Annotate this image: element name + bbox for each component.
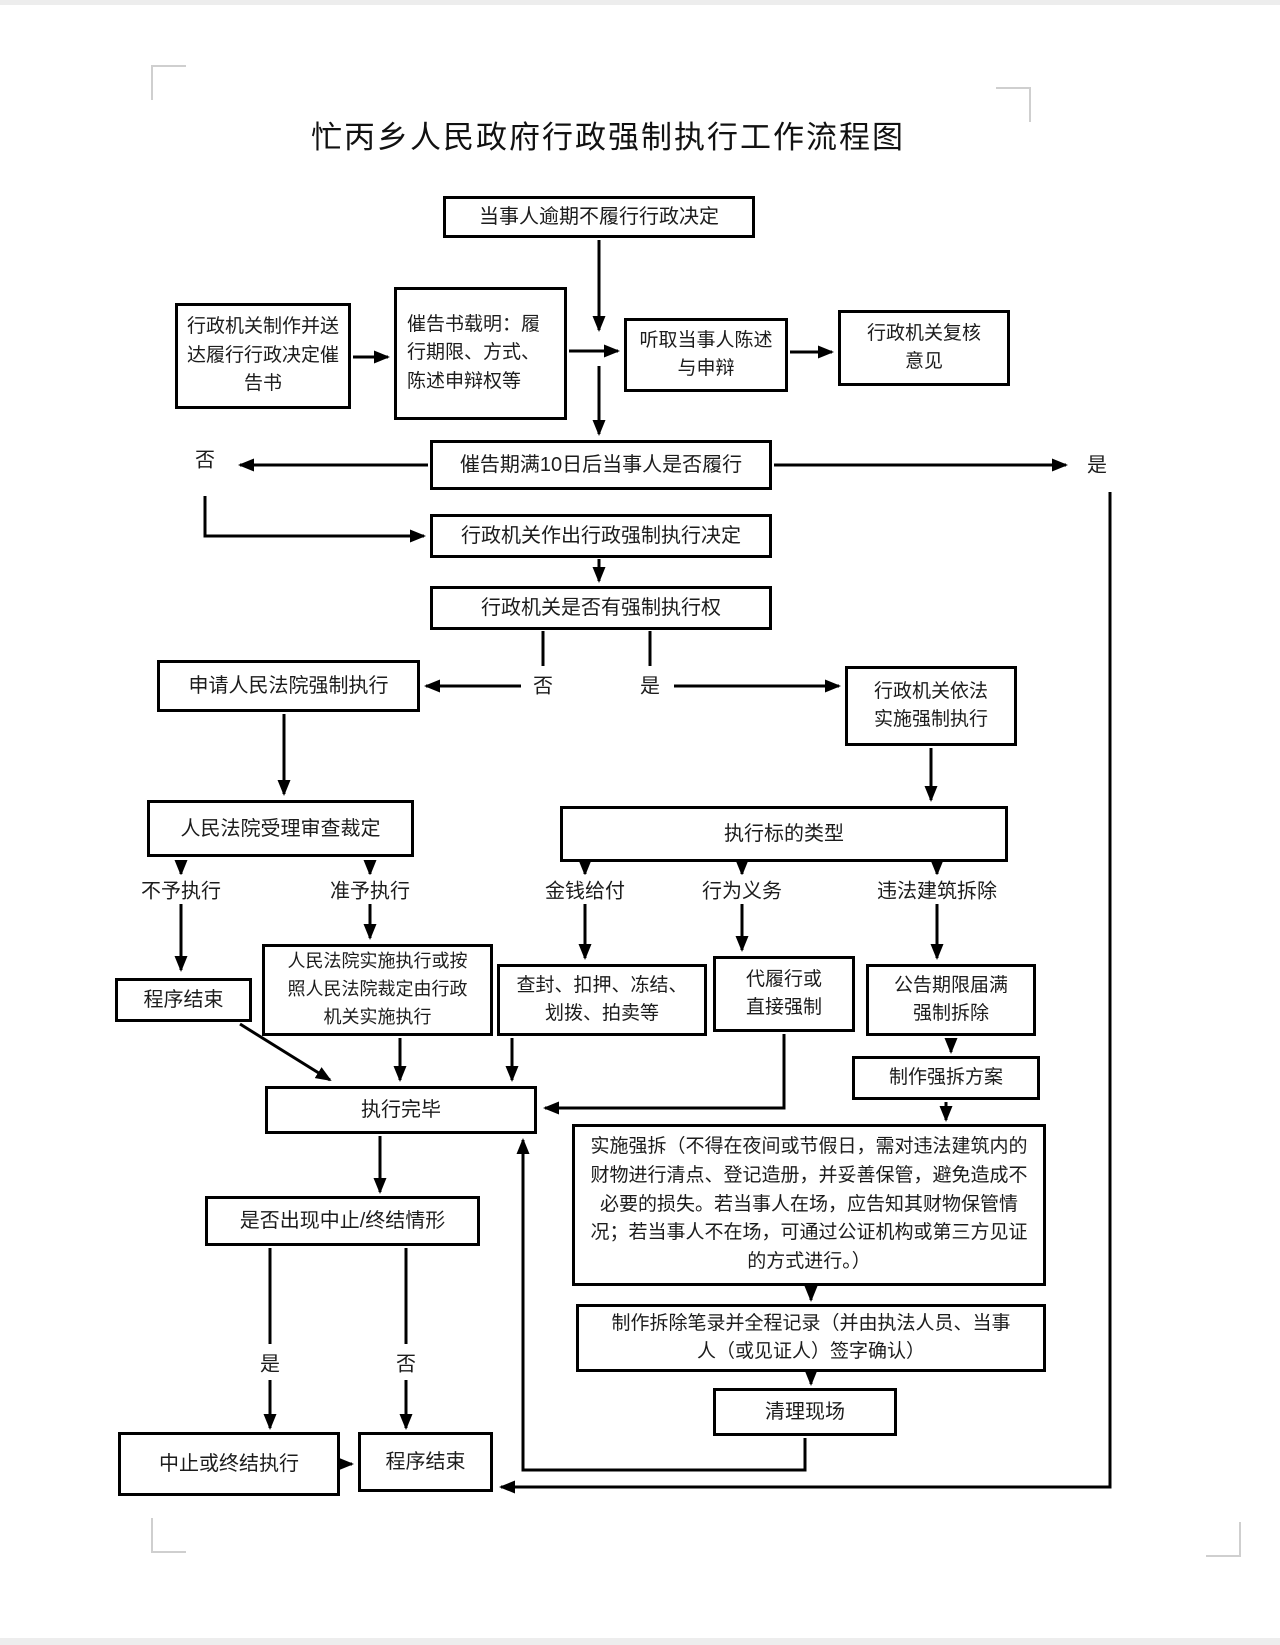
label-suspend-no: 否 xyxy=(394,1347,418,1377)
node-notice-content: 催告书载明：履行期限、方式、陈述申辩权等 xyxy=(394,287,567,420)
label-approve: 准予执行 xyxy=(328,874,412,904)
node-cleanup: 清理现场 xyxy=(713,1388,897,1436)
node-surrogate: 代履行或直接强制 xyxy=(713,956,855,1032)
node-end-upper: 程序结束 xyxy=(115,978,252,1022)
label-suspend-yes: 是 xyxy=(258,1347,282,1377)
scan-edge-top xyxy=(0,0,1280,5)
node-agency-enforce: 行政机关依法实施强制执行 xyxy=(845,666,1017,746)
node-end-bottom: 程序结束 xyxy=(358,1432,493,1492)
page-corner-marks xyxy=(151,65,1241,1557)
node-suspend-end: 中止或终结执行 xyxy=(118,1432,340,1496)
arrow-cleanup-loop-to-done xyxy=(516,1138,807,1472)
label-deadline-no: 否 xyxy=(193,443,217,473)
node-announce: 公告期限届满强制拆除 xyxy=(866,964,1036,1036)
label-illegal: 违法建筑拆除 xyxy=(875,874,999,904)
scan-edge-bottom xyxy=(0,1638,1280,1645)
page-title: 忙丙乡人民政府行政强制执行工作流程图 xyxy=(311,120,905,155)
node-power-check: 行政机关是否有强制执行权 xyxy=(430,586,772,630)
node-plan: 制作强拆方案 xyxy=(852,1056,1040,1100)
arrow-end-upper-to-done xyxy=(239,1022,332,1082)
label-deny: 不予执行 xyxy=(139,874,223,904)
node-apply-court: 申请人民法院强制执行 xyxy=(157,660,420,712)
node-target-type: 执行标的类型 xyxy=(560,806,1008,862)
node-recheck: 行政机关复核意见 xyxy=(838,310,1010,386)
label-deadline-yes: 是 xyxy=(1085,448,1109,478)
arrow-yes-long-to-end xyxy=(499,492,1112,1494)
label-power-no: 否 xyxy=(531,669,555,699)
node-seizure: 查封、扣押、冻结、划拨、拍卖等 xyxy=(497,964,707,1036)
node-record: 制作拆除笔录并全程记录（并由执法人员、当事人（或见证人）签字确认） xyxy=(576,1304,1046,1372)
node-suspend-check: 是否出现中止/终结情形 xyxy=(205,1196,480,1246)
node-demolish-note: 实施强拆（不得在夜间或节假日，需对违法建筑内的财物进行清点、登记造册，并妥善保管… xyxy=(572,1124,1046,1286)
node-make-notice: 行政机关制作并送达履行行政决定催告书 xyxy=(175,303,351,409)
node-make-decision: 行政机关作出行政强制执行决定 xyxy=(430,514,772,558)
label-behavior: 行为义务 xyxy=(700,874,784,904)
node-done: 执行完毕 xyxy=(265,1086,537,1134)
node-listen: 听取当事人陈述与申辩 xyxy=(624,318,788,392)
arrow-surrogate-to-done xyxy=(543,1034,786,1115)
node-start: 当事人逾期不履行行政决定 xyxy=(443,196,755,238)
node-court-review: 人民法院受理审查裁定 xyxy=(147,800,414,857)
label-money: 金钱给付 xyxy=(543,874,627,904)
node-deadline-check: 催告期满10日后当事人是否履行 xyxy=(430,440,772,490)
arrow-no-to-decision xyxy=(203,496,426,543)
node-court-enforce: 人民法院实施执行或按照人民法院裁定由行政机关实施执行 xyxy=(262,944,493,1036)
label-power-yes: 是 xyxy=(638,669,662,699)
